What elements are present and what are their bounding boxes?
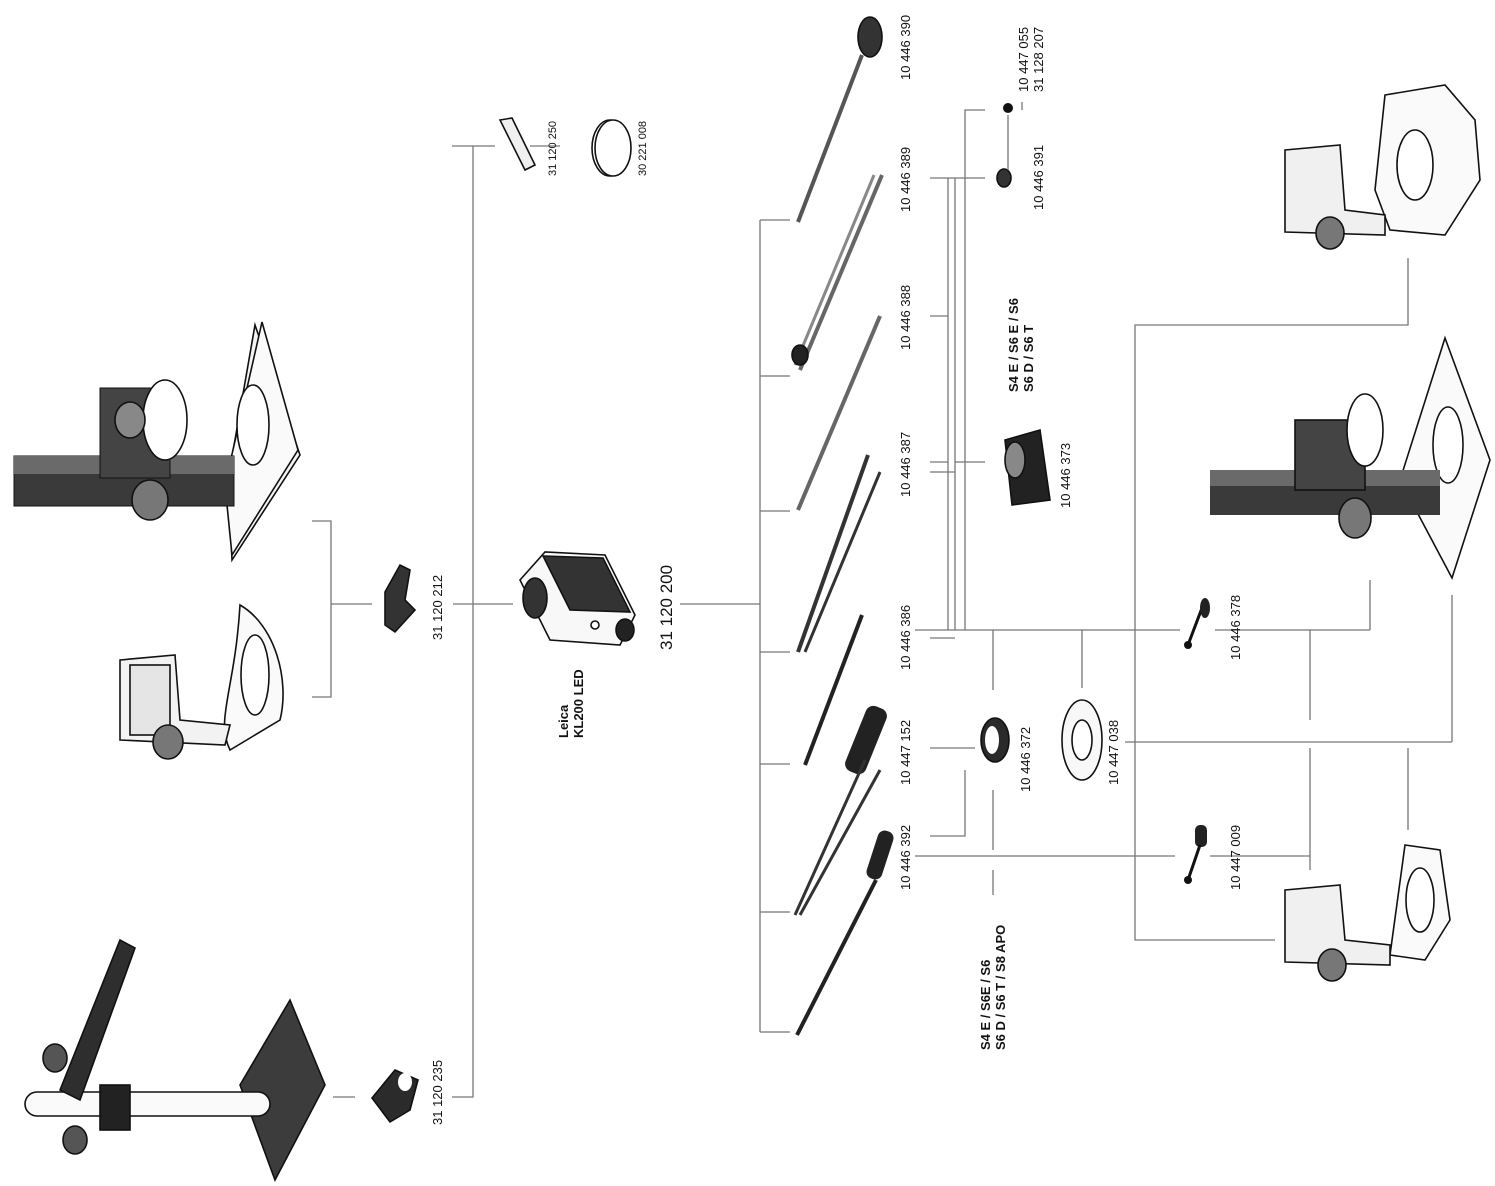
light-source-name-line2: KL200 LED [571, 669, 586, 738]
guide-code-label-1: 10 446 389 [898, 147, 913, 212]
filter-1-code-label: 10 447 055 [1016, 27, 1031, 92]
right-stand-bottom-illustration [1284, 844, 1451, 982]
guide-code-label-4: 10 446 386 [898, 605, 913, 670]
disc-code-label: 30 221 008 [637, 121, 649, 176]
right-stand-top-illustration [1284, 84, 1481, 250]
holder-code-label: 31 120 212 [430, 575, 445, 640]
model-group-a-line2: S6 D / S6 T [1021, 325, 1036, 392]
ring-clamp-illustration [980, 717, 1010, 763]
stage-plate-illustration [13, 321, 301, 563]
guide-code-label-6: 10 446 392 [898, 825, 913, 890]
ring-clamp-code-label: 10 446 372 [1018, 727, 1033, 792]
gooseneck-b-illustration [1184, 825, 1207, 884]
ring-adapter-illustration [1061, 699, 1103, 781]
model-group-b-line2: S6 D / S6 T / S8 APO [993, 925, 1008, 1050]
right-stage-plate-illustration [1210, 335, 1491, 581]
guide-code-label-3: 10 446 387 [898, 432, 913, 497]
light-guides-illustration [791, 16, 894, 1036]
filter-2-code-label: 31 128 207 [1031, 27, 1046, 92]
filter-parts-illustration [996, 103, 1013, 188]
holder-illustration [384, 563, 417, 634]
ring-adapter-code-label: 10 447 038 [1106, 720, 1121, 785]
gooseneck-a-code-label: 10 446 378 [1228, 595, 1243, 660]
model-group-b-line1: S4 E / S6E / S6 [978, 960, 993, 1050]
guide-code-label-0: 10 446 390 [898, 15, 913, 80]
clamp-illustration [370, 1069, 419, 1124]
gooseneck-b-code-label: 10 447 009 [1228, 825, 1243, 890]
ring-light-adapter-code-label: 10 446 373 [1058, 443, 1073, 508]
kl200-light-source-illustration [519, 551, 636, 646]
focus-arm-illustration [119, 603, 284, 760]
disc-illustration [591, 119, 632, 177]
guide-code-label-2: 10 446 388 [898, 285, 913, 350]
clamp-code-label: 31 120 235 [430, 1060, 445, 1125]
guide-code-label-5: 10 447 152 [898, 720, 913, 785]
filter-holder-code-label: 10 446 391 [1031, 145, 1046, 210]
bracket-code-label: 31 120 250 [547, 121, 559, 176]
light-source-code-label: 31 120 200 [657, 565, 676, 650]
light-source-name-line1: Leica [556, 704, 571, 738]
bracket-illustration [498, 117, 537, 172]
ring-light-adapter-illustration [1004, 428, 1051, 506]
gooseneck-a-illustration [1184, 598, 1210, 649]
model-group-a-line1: S4 E / S6 E / S6 [1006, 298, 1021, 392]
connector-lines [312, 102, 1453, 1098]
pillar-stand-illustration [24, 938, 326, 1182]
labels: 31 120 212 31 120 235 31 120 250 30 221 … [430, 15, 1243, 1125]
